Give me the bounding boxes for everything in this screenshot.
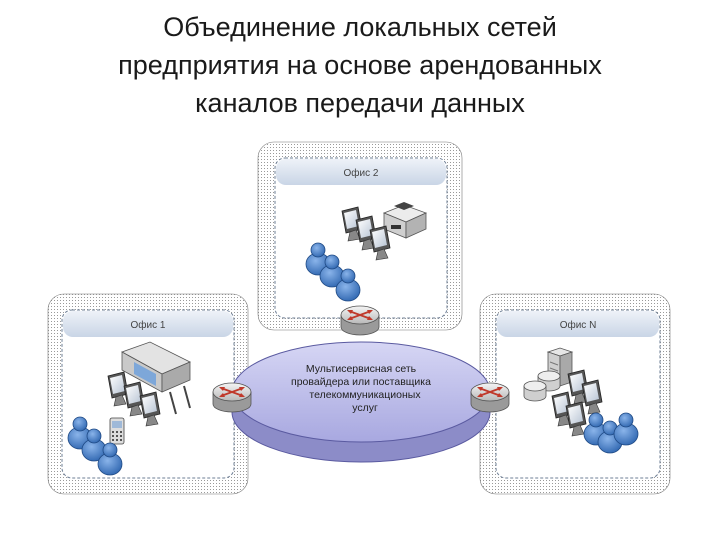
center-label-line-2: провайдера или поставщика xyxy=(291,376,431,388)
office-2-label: Офис 2 xyxy=(344,167,379,179)
title-line-1: Объединение локальных сетей xyxy=(163,12,557,42)
plotter-icon xyxy=(121,341,191,415)
office-n-label: Офис N xyxy=(560,319,597,331)
router-icon xyxy=(340,305,380,336)
phone-icon xyxy=(109,417,125,445)
provider-network-disk: Мультисервисная сеть провайдера или пост… xyxy=(231,341,491,463)
title-line-3: каналов передачи данных xyxy=(195,88,525,118)
center-label-line-4: услуг xyxy=(352,402,378,414)
slide-title: Объединение локальных сетей предприятия … xyxy=(0,8,720,122)
office-2-panel: Офис 2 xyxy=(257,141,463,331)
office-n-header xyxy=(497,311,659,337)
database-icon xyxy=(523,380,547,402)
office-1-panel: Офис 1 xyxy=(47,293,249,495)
printer-icon xyxy=(382,202,428,239)
center-label-line-3: телекоммуникационых xyxy=(309,389,421,401)
office-1-label: Офис 1 xyxy=(131,319,166,331)
office-n-panel: Офис N xyxy=(479,293,671,495)
office-2-header xyxy=(276,159,446,185)
router-icon xyxy=(212,382,252,413)
office-1-header xyxy=(63,311,233,337)
center-label-line-1: Мультисервисная сеть xyxy=(306,363,417,375)
title-line-2: предприятия на основе арендованных xyxy=(118,50,602,80)
router-icon xyxy=(470,382,510,413)
